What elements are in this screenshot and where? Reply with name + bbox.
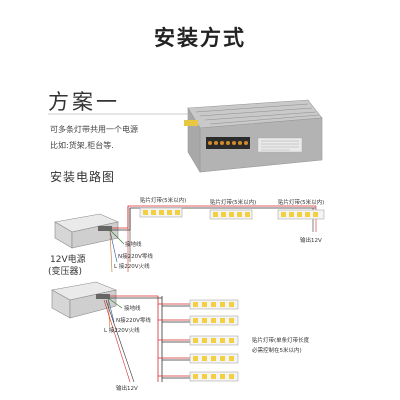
led-strip-2 — [209, 209, 253, 220]
description-line-1: 可多条灯带共用一个电源 — [50, 125, 138, 134]
page-title: 安装方式 — [154, 26, 246, 50]
wire-label-live-1: L 接220V火线 — [114, 264, 150, 270]
led-strip-1 — [139, 207, 183, 218]
wire-label-live-2: L 接220V火线 — [104, 328, 140, 334]
led-strip-3 — [277, 209, 325, 220]
led-strip-a — [189, 299, 239, 310]
psu-label-line-2: (变压器) — [48, 267, 83, 277]
strip-label-1: 贴片灯带(5米以内) — [140, 198, 187, 204]
led-strip-c — [189, 335, 239, 346]
diagram-1 — [54, 205, 325, 273]
note-line-1: 贴片灯带(单条灯带长度 — [252, 338, 310, 344]
wire-label-ground-2: 接地线 — [124, 306, 141, 312]
spec-label — [257, 137, 303, 153]
output-label-1: 输出12V — [300, 238, 322, 244]
led-strip-b — [189, 315, 239, 326]
psu-label-line-1: 12V电源 — [50, 255, 86, 265]
section-title: 安装电路图 — [50, 170, 116, 184]
led-strip-e — [189, 371, 239, 382]
description-line-2: 比如:货架,柜台等. — [50, 141, 114, 150]
strip-label-3: 贴片灯带(5米以内) — [278, 200, 325, 206]
warning-sticker — [184, 120, 198, 126]
strip-label-2: 贴片灯带(5米以内) — [210, 200, 257, 206]
output-label-2: 输出12V — [116, 386, 138, 392]
wire-label-neutral-1: N接220V零线 — [118, 254, 153, 260]
plan-title: 方案一 — [48, 90, 120, 114]
diagram-2 — [51, 281, 239, 383]
led-strip-d — [189, 353, 239, 364]
wire-label-ground-1: 接地线 — [125, 242, 142, 248]
wire-label-neutral-2: N接220V零线 — [116, 318, 151, 324]
note-line-2: 必需控制在5米以内) — [252, 348, 302, 354]
power-supply-photo — [184, 99, 323, 174]
